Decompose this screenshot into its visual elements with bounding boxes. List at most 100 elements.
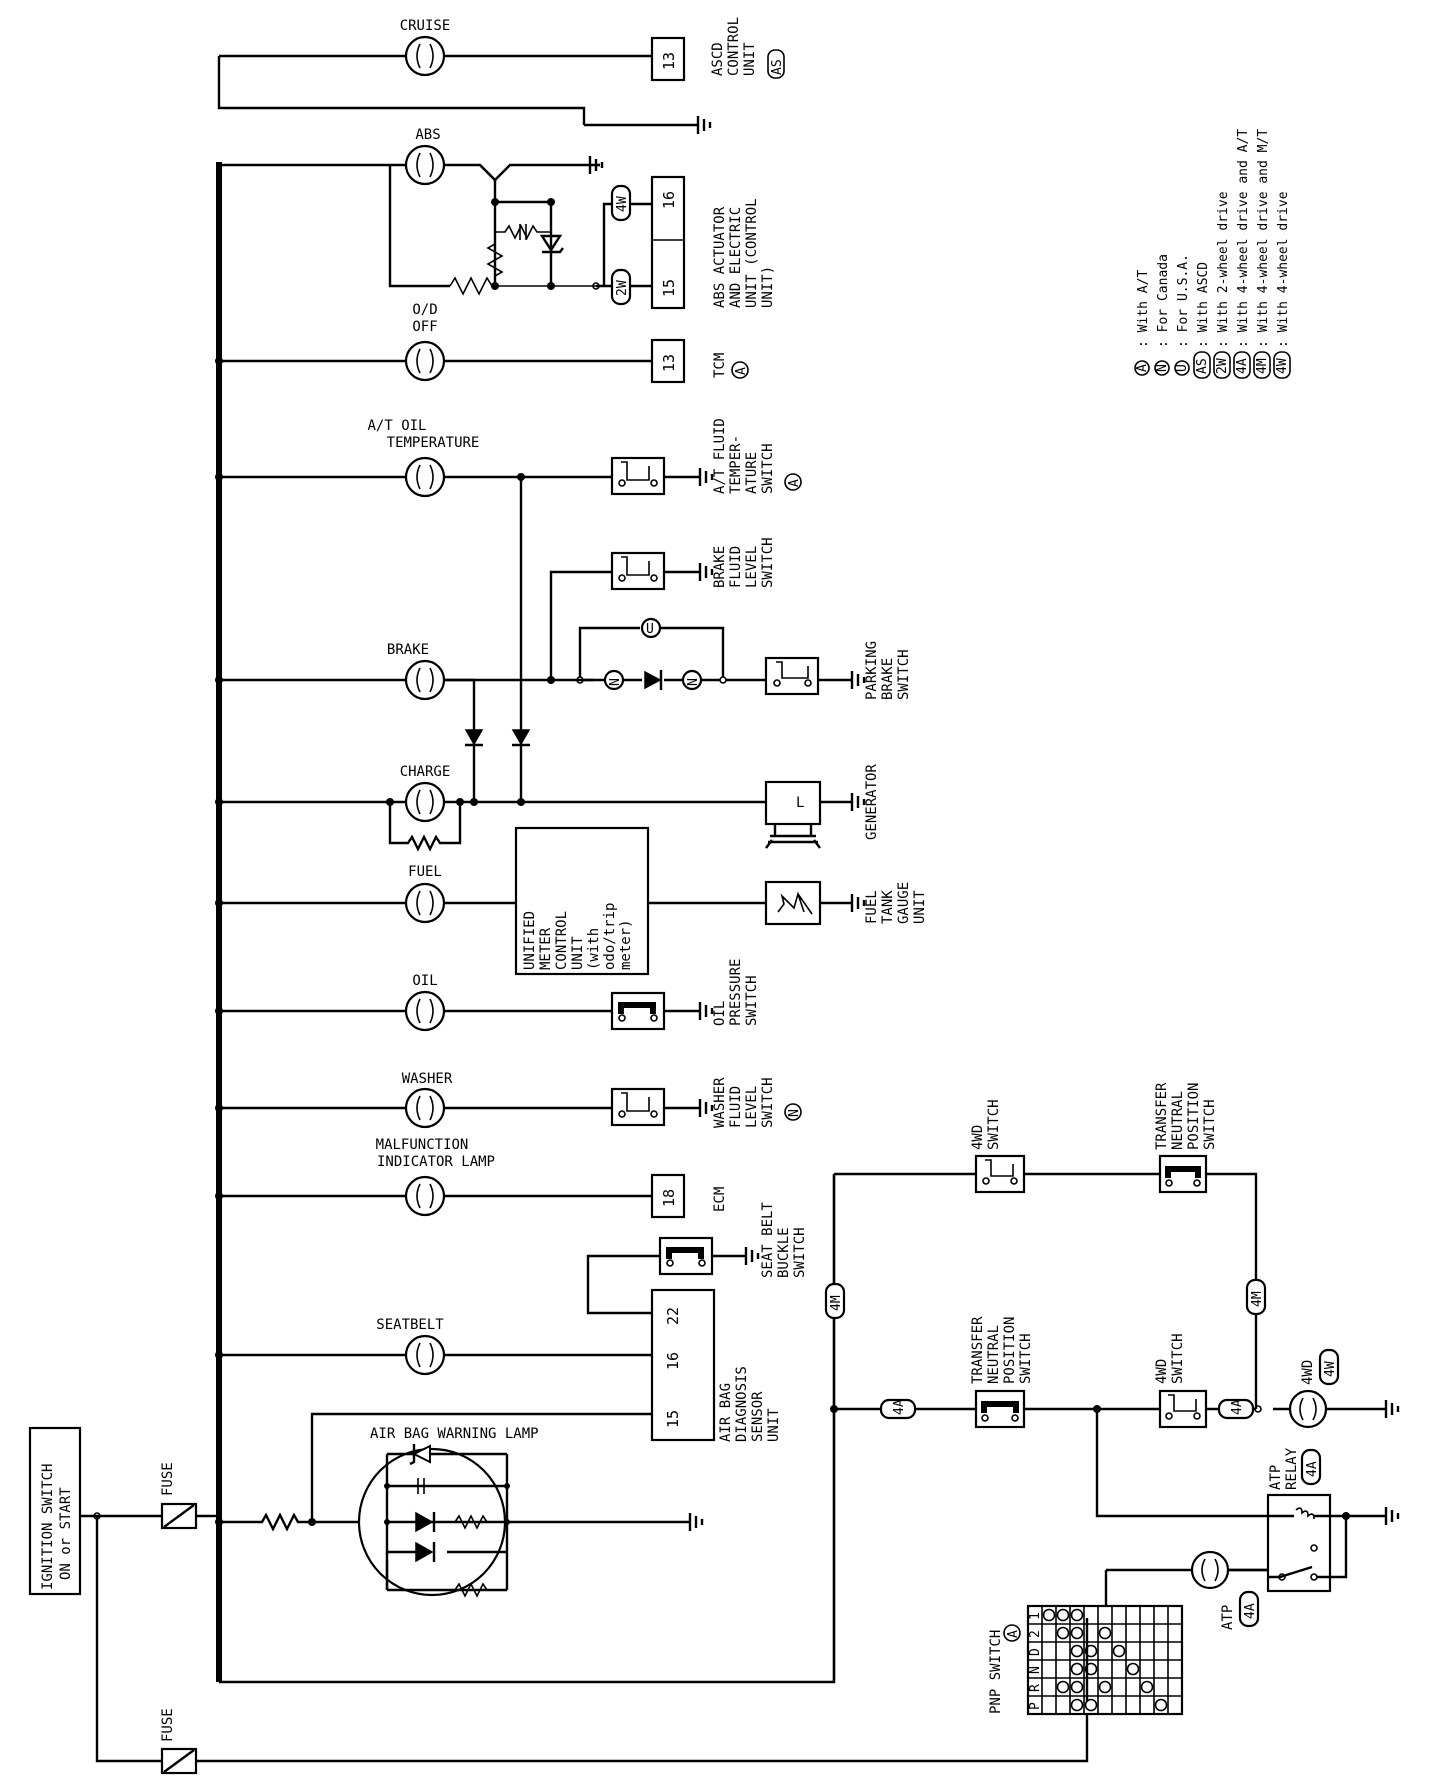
oil-switch-label-3: SWITCH bbox=[744, 975, 760, 1026]
ecm-label: ECM bbox=[712, 1187, 728, 1212]
oil-switch-label-1: OIL bbox=[712, 1001, 728, 1026]
oil-lamp: OIL bbox=[215, 973, 612, 1032]
airbag-pin-22: 22 bbox=[664, 1307, 682, 1325]
option-tag-as bbox=[767, 49, 785, 79]
at-fluid-temp-switch: A/T FLUID TEMPER- ATURE SWITCH A bbox=[610, 418, 802, 496]
legend-text: : For U.S.A. bbox=[1176, 254, 1191, 348]
fourwd-indicator-lamp: 4WD 4W bbox=[1288, 1348, 1340, 1429]
tcm: 13 TCM A bbox=[650, 338, 749, 384]
fourwd-switch-lower: 4WD SWITCH bbox=[1154, 1333, 1208, 1429]
transfer-upper-label-3: POSITION bbox=[1186, 1083, 1202, 1150]
abs-lamp: ABS bbox=[219, 127, 497, 186]
legend-tag-shape bbox=[1273, 351, 1291, 379]
legend-text: : With ASCD bbox=[1196, 262, 1211, 348]
abs-actuator-label-4: UNIT) bbox=[760, 266, 776, 308]
legend-text: : With 4-wheel drive and A/T bbox=[1236, 129, 1251, 348]
brake-fluid-label-2: FLUID bbox=[728, 546, 744, 588]
transfer-upper-label-1: TRANSFER bbox=[1154, 1082, 1170, 1150]
pnp-contact bbox=[1070, 1626, 1084, 1640]
brake-fluid-label-3: LEVEL bbox=[744, 546, 760, 588]
abs-pin-16: 16 bbox=[660, 191, 678, 209]
atp-relay-label-1: ATP bbox=[1268, 1465, 1284, 1490]
abs-actuator: 16 15 4W 2W ABS ACTUATOR AND ELECTRIC UN… bbox=[610, 175, 776, 310]
generator-label: GENERATOR bbox=[864, 764, 880, 840]
abs-actuator-label-2: AND ELECTRIC bbox=[728, 207, 744, 308]
legend-text: : With 2-wheel drive bbox=[1216, 191, 1231, 348]
transfer-neutral-switch-upper: TRANSFER NEUTRAL POSITION SWITCH bbox=[1154, 1082, 1218, 1194]
4wd-lower-label-1: 4WD bbox=[1154, 1359, 1170, 1384]
fuel-gauge-label-1: FUEL bbox=[864, 890, 880, 924]
parking-brake-label-2: BRAKE bbox=[880, 658, 896, 700]
pnp-position-label: 1 bbox=[1028, 1612, 1043, 1620]
airbag-lamp-label: AIR BAG WARNING LAMP bbox=[370, 1426, 539, 1442]
legend-tag: 4M bbox=[1255, 358, 1270, 374]
legend-text: : With 4-wheel drive bbox=[1276, 191, 1291, 348]
transfer-upper-label-4: SWITCH bbox=[1202, 1099, 1218, 1150]
fuse-upper-label: FUSE bbox=[160, 1462, 176, 1496]
ascd-label-2: CONTROL bbox=[726, 17, 742, 76]
fuel-label: FUEL bbox=[408, 864, 442, 880]
ignition-switch-box: IGNITION SWITCH ON or START bbox=[28, 1426, 82, 1596]
ascd-label-1: ASCD bbox=[710, 42, 726, 76]
unified-meter-control-unit: UNIFIED METER CONTROL UNIT (with odo/tri… bbox=[514, 826, 650, 976]
pnp-contact bbox=[1070, 1680, 1084, 1694]
at-fluid-tag: A bbox=[787, 479, 802, 487]
fourwd-switch-upper: 4WD SWITCH bbox=[970, 1099, 1026, 1194]
ascd-pin: 13 bbox=[660, 52, 678, 70]
washer-fluid-switch: WASHER FLUID LEVEL SWITCH N bbox=[610, 1077, 802, 1128]
brake-fluid-label-4: SWITCH bbox=[760, 537, 776, 588]
atp-relay: ATP RELAY 4A bbox=[1228, 1447, 1400, 1593]
legend-tag: 4W bbox=[1275, 358, 1290, 374]
legend-tag: A bbox=[1135, 364, 1150, 372]
cruise-label: CRUISE bbox=[400, 18, 451, 34]
fuse-upper: FUSE bbox=[160, 1462, 198, 1530]
od-off-lamp: O/D OFF bbox=[215, 302, 652, 382]
brake-fluid-switch: BRAKE FLUID LEVEL SWITCH bbox=[549, 537, 776, 680]
pnp-contact bbox=[1056, 1626, 1070, 1640]
oil-switch-label-2: PRESSURE bbox=[728, 959, 744, 1026]
legend-tag-shape bbox=[1193, 351, 1211, 379]
ignition-switch-label-2: ON or START bbox=[58, 1487, 74, 1580]
brake-option-circuit: U N N bbox=[576, 617, 766, 691]
pnp-contact bbox=[1056, 1680, 1070, 1694]
brake-tag-n2: N bbox=[686, 678, 701, 686]
washer-switch-label-2: FLUID bbox=[728, 1086, 744, 1128]
airbag-pin-15: 15 bbox=[664, 1410, 682, 1428]
washer-switch-label-3: LEVEL bbox=[744, 1086, 760, 1128]
ascd-control-unit: 13 ASCD CONTROL UNIT AS bbox=[650, 17, 785, 82]
tag-4a-right: 4A bbox=[1230, 1399, 1245, 1415]
washer-switch-tag: N bbox=[787, 1109, 802, 1117]
meter-label-2: METER bbox=[538, 927, 554, 970]
meter-label-4: UNIT bbox=[570, 936, 586, 970]
atp-relay-tag: 4A bbox=[1305, 1461, 1320, 1477]
legend-text: : For Canada bbox=[1156, 254, 1171, 348]
charge-lamp: CHARGE bbox=[215, 764, 766, 852]
4wd-lamp-tag: 4W bbox=[1323, 1361, 1338, 1377]
tcm-label: TCM bbox=[712, 353, 728, 378]
transfer-upper-label-2: NEUTRAL bbox=[1170, 1091, 1186, 1150]
ignition-switch-label-1: IGNITION SWITCH bbox=[40, 1464, 56, 1590]
abs-pin-15: 15 bbox=[660, 279, 678, 297]
meter-label-3: CONTROL bbox=[554, 911, 570, 970]
buckle-label-1: SEAT BELT bbox=[760, 1202, 776, 1278]
buckle-label-2: BUCKLE bbox=[776, 1227, 792, 1278]
parking-brake-switch: PARKING BRAKE SWITCH bbox=[764, 641, 912, 700]
pnp-contact bbox=[1084, 1698, 1098, 1712]
at-oil-temp-lamp: A/T OIL TEMPERATURE bbox=[215, 418, 612, 498]
pnp-position-label: R bbox=[1028, 1684, 1043, 1692]
washer-switch-label-1: WASHER bbox=[712, 1077, 728, 1128]
atp-lamp-label: ATP bbox=[1220, 1605, 1236, 1630]
fuel-lamp: FUEL bbox=[215, 864, 766, 924]
4wd-lamp-label: 4WD bbox=[1300, 1360, 1316, 1385]
transfer-lower-label-2: NEUTRAL bbox=[986, 1325, 1002, 1384]
legend-tag-shape bbox=[1233, 351, 1251, 379]
legend-tag: 2W bbox=[1215, 358, 1230, 374]
mil-lamp: MALFUNCTION INDICATOR LAMP bbox=[215, 1137, 652, 1217]
tag-4m-right: 4M bbox=[1250, 1291, 1265, 1307]
washer-switch-label-4: SWITCH bbox=[760, 1077, 776, 1128]
od-label-1: O/D bbox=[412, 302, 437, 318]
4wd-upper-label-1: 4WD bbox=[970, 1125, 986, 1150]
